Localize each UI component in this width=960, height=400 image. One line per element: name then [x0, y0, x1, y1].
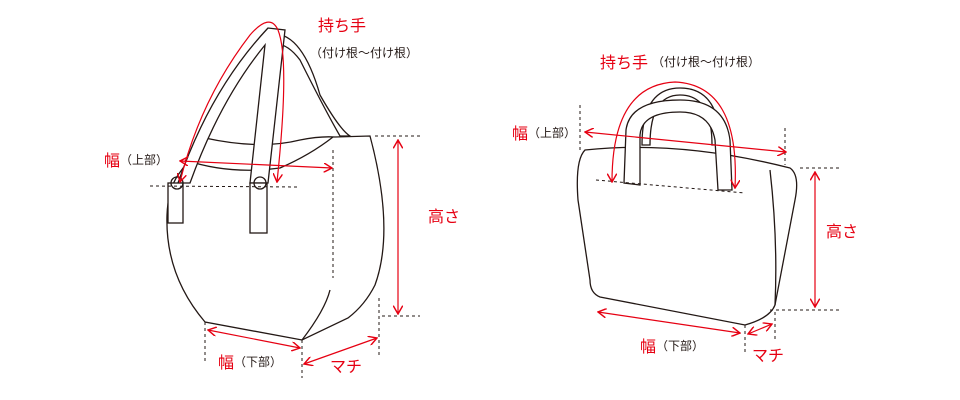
left-bag-measurements	[180, 21, 398, 364]
right-bottom-width-sub: （下部）	[656, 338, 704, 353]
right-top-width-label: 幅	[512, 124, 528, 143]
left-bottom-width-label: 幅	[218, 353, 234, 372]
left-bottom-width-arrow	[208, 330, 300, 348]
left-bag-tab-left	[167, 182, 184, 224]
left-height-label: 高さ	[428, 207, 460, 226]
right-bag-illustration	[576, 87, 798, 326]
left-handle-sub: （付け根〜付け根）	[310, 46, 418, 60]
left-top-width-arrow	[180, 161, 332, 168]
left-bag-body	[166, 135, 385, 341]
left-bag-tab-right	[249, 182, 268, 234]
right-bag-measurements	[585, 81, 815, 334]
left-top-width-label: 幅	[104, 151, 120, 170]
right-gusset-arrow	[748, 324, 772, 334]
right-bag-body	[576, 146, 798, 326]
left-handle-arrow	[180, 21, 285, 182]
left-bag-illustration	[166, 27, 385, 341]
left-top-width-sub: （上部）	[120, 152, 168, 167]
left-handle-label: 持ち手	[318, 16, 366, 35]
right-height-label: 高さ	[826, 222, 858, 241]
right-bag-side-panel	[769, 169, 777, 306]
right-bottom-width-arrow	[598, 312, 740, 333]
right-bottom-width-label: 幅	[640, 337, 656, 356]
right-top-width-sub: （上部）	[528, 125, 576, 140]
left-gusset-label: マチ	[330, 357, 362, 376]
right-gusset-label: マチ	[752, 346, 784, 365]
left-bag-guides	[149, 135, 420, 378]
left-bag-back-handle	[264, 33, 353, 137]
left-gusset-arrow	[304, 338, 377, 364]
right-handle-sub: （付け根〜付け根）	[652, 55, 760, 69]
right-top-width-arrow	[585, 132, 786, 152]
left-bag-fold	[301, 289, 331, 341]
left-bottom-width-sub: （下部）	[234, 354, 282, 369]
right-handle-label: 持ち手	[600, 53, 648, 72]
